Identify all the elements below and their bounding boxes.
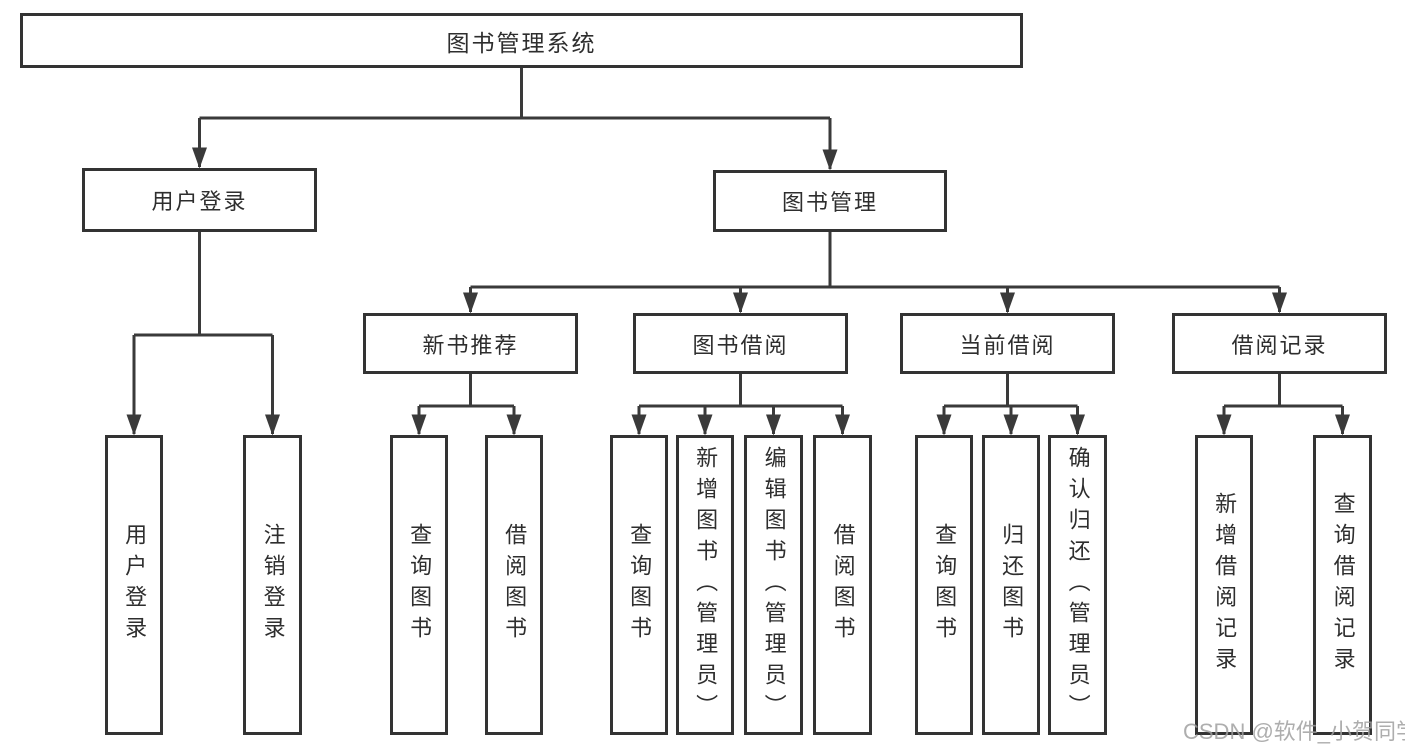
leaf-br-add-record: 新增借阅记录 [1195, 435, 1253, 735]
node-book-management-module: 图书管理 [713, 170, 947, 232]
connector-trunks [134, 68, 1343, 408]
node-borrow-record: 借阅记录 [1172, 313, 1387, 374]
leaf-cb-return-book: 归还图书 [982, 435, 1040, 735]
leaf-br-query-record: 查询借阅记录 [1313, 435, 1372, 735]
node-user-login-module: 用户登录 [82, 168, 317, 232]
node-root-system: 图书管理系统 [20, 13, 1023, 68]
node-new-book-recommend: 新书推荐 [363, 313, 578, 374]
leaf-cb-query-book: 查询图书 [915, 435, 973, 735]
leaf-bb-query-book: 查询图书 [610, 435, 668, 735]
csdn-watermark: CSDN @软件_小贺同学 [1183, 719, 1405, 744]
leaf-cb-confirm-return-admin: 确认归还（管理员） [1048, 435, 1107, 735]
leaf-logout: 注销登录 [243, 435, 302, 735]
leaf-bb-add-book-admin: 新增图书（管理员） [676, 435, 734, 735]
node-book-borrow: 图书借阅 [633, 313, 848, 374]
leaf-user-login: 用户登录 [105, 435, 163, 735]
leaf-bb-edit-book-admin: 编辑图书（管理员） [744, 435, 803, 735]
leaf-nb-borrow-book: 借阅图书 [485, 435, 543, 735]
leaf-nb-query-book: 查询图书 [390, 435, 448, 735]
node-current-borrow: 当前借阅 [900, 313, 1115, 374]
leaf-bb-borrow-book: 借阅图书 [813, 435, 872, 735]
